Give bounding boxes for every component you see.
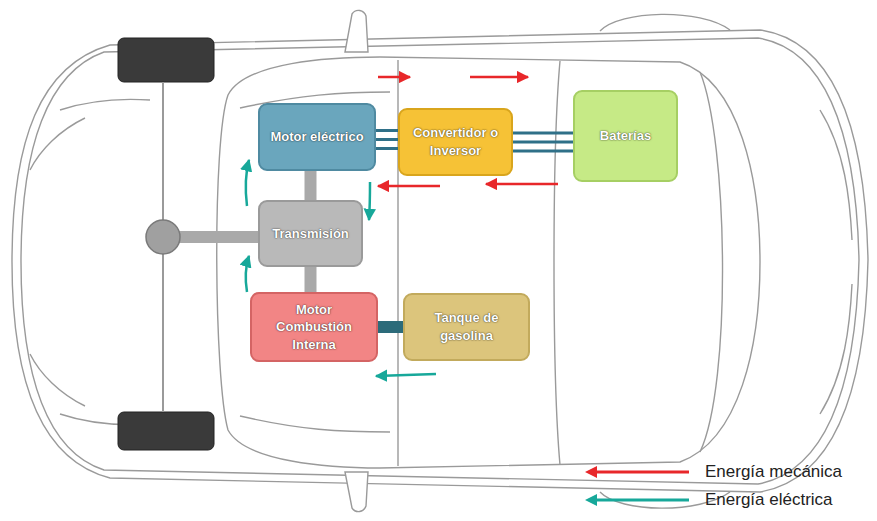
legend-text: Energía eléctrica (705, 490, 833, 510)
connector-group (376, 131, 398, 149)
legend-entry: Energía eléctrica (585, 488, 833, 512)
component-box: Tanque de gasolina (403, 293, 530, 361)
front-wheel (118, 38, 214, 450)
connector-group (513, 133, 573, 151)
component-label: Baterías (600, 127, 651, 145)
wire-strand (513, 132, 573, 135)
component-box: Motor Combustión Interna (250, 292, 378, 362)
connector-group (378, 327, 403, 328)
legend-arrow-sample (585, 465, 691, 479)
component-box: Transmisión (258, 200, 363, 267)
mechanical-link (378, 321, 403, 333)
mechanical-link (305, 171, 317, 200)
power-cable (376, 138, 398, 141)
component-box: Motor eléctrico (258, 103, 376, 171)
wire-strand (376, 129, 398, 132)
power-cable (513, 141, 573, 144)
legend-entry: Energía mecánica (585, 460, 842, 484)
component-label: Motor eléctrico (270, 128, 363, 146)
car-body (12, 14, 868, 508)
legend-text: Energía mecánica (705, 462, 842, 482)
component-label: Convertidor o Inversor (406, 124, 505, 159)
connector-group (310, 171, 311, 200)
component-label: Transmisión (272, 225, 349, 243)
wire-strand (513, 150, 573, 153)
connector-group (310, 267, 311, 292)
differential (146, 220, 180, 254)
mechanical-link (305, 267, 317, 292)
energy-arrows (246, 77, 558, 376)
component-label: Tanque de gasolina (411, 309, 522, 344)
legend-arrow-sample (585, 493, 691, 507)
wire-strand (376, 147, 398, 150)
component-box: Baterías (573, 90, 678, 182)
component-label: Motor Combustión Interna (258, 301, 370, 354)
component-box: Convertidor o Inversor (398, 108, 513, 176)
